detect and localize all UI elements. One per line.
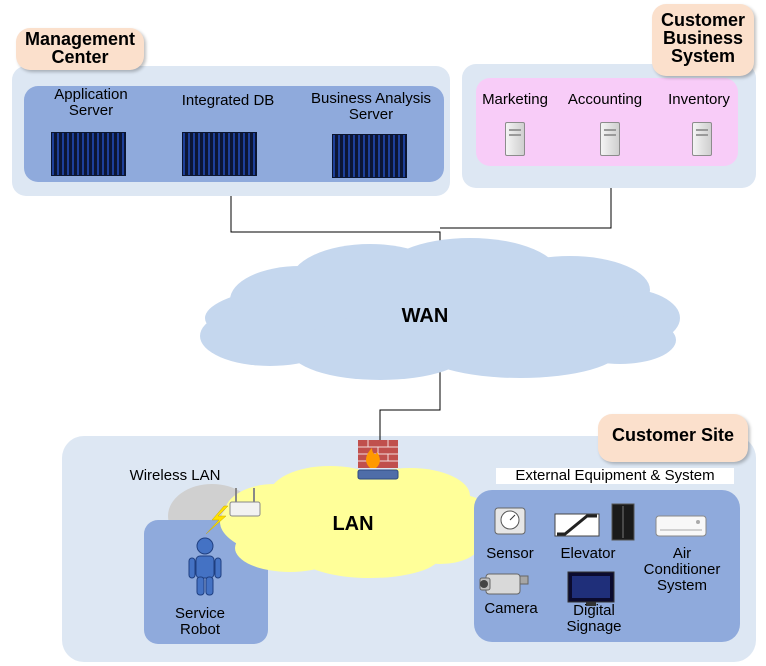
service-robot-icon xyxy=(188,537,222,596)
camera-icon xyxy=(479,573,529,595)
elevator-icon xyxy=(554,503,635,541)
customer-site-title: Customer Site xyxy=(598,414,748,462)
elevator-label: Elevator xyxy=(560,545,616,562)
inventory-server-icon xyxy=(692,122,712,156)
sensor-label: Sensor xyxy=(486,545,534,562)
accounting-server-icon xyxy=(600,122,620,156)
inventory-label: Inventory xyxy=(668,91,730,108)
service-robot-label: Service Robot xyxy=(174,605,226,638)
application-server-label: Application Server xyxy=(54,86,128,119)
air-conditioner-icon xyxy=(655,515,707,537)
management-center-title: Management Center xyxy=(16,28,144,70)
wan-cloud xyxy=(200,238,680,380)
wireless-lan-label: Wireless LAN xyxy=(129,467,221,484)
camera-label: Camera xyxy=(484,600,538,617)
customer-business-system-title: Customer Business System xyxy=(652,4,754,76)
external-equipment-title: External Equipment & System xyxy=(496,468,734,484)
wireless-signal-bolt-icon xyxy=(205,505,229,535)
accounting-label: Accounting xyxy=(567,91,643,108)
business-analysis-server-label: Business Analysis Server xyxy=(310,90,432,123)
air-conditioner-label: Air Conditioner System xyxy=(643,545,721,594)
digital-signage-icon xyxy=(567,571,615,606)
wan-label: WAN xyxy=(401,305,449,327)
application-server-icon xyxy=(51,132,126,176)
wireless-access-point-icon xyxy=(229,488,261,517)
digital-signage-label: Digital Signage xyxy=(566,602,622,635)
business-analysis-server-icon xyxy=(332,134,407,178)
marketing-server-icon xyxy=(505,122,525,156)
firewall-icon xyxy=(357,440,399,480)
sensor-meter-icon xyxy=(494,507,526,535)
marketing-label: Marketing xyxy=(482,91,548,108)
integrated-db-label: Integrated DB xyxy=(181,92,275,109)
lan-cloud xyxy=(220,466,495,578)
integrated-db-icon xyxy=(182,132,257,176)
lan-label: LAN xyxy=(332,513,374,535)
